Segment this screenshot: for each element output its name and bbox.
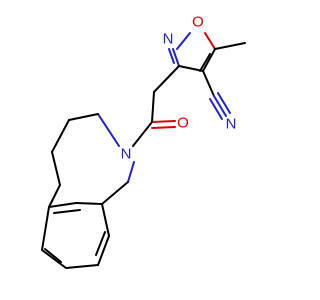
bond-co-2: [151, 126, 176, 129]
molecule-structure: N O O N N: [41, 14, 246, 269]
bond-nitrile-1: [213, 95, 227, 117]
bond-ar3-ar2: [41, 249, 67, 269]
bond-ar5-ar4: [97, 235, 110, 266]
bond-c5-c4-inner: [199, 53, 211, 72]
bond-c4-cnitrile: [202, 70, 215, 97]
bond-c5-c4: [202, 48, 216, 72]
bonds: [41, 32, 246, 269]
atom-n-amide: N: [121, 146, 132, 163]
bond-ar1-ar6-inner: [53, 209, 81, 214]
bond-c2-c3: [51, 119, 70, 153]
bond-ar3-ar2-inner: [44, 248, 62, 263]
bond-c1-c2: [68, 113, 99, 121]
bond-c3-ch2: [153, 65, 180, 93]
bond-c6-ar6: [101, 181, 129, 205]
bond-co-n: [132, 121, 153, 147]
bond-c3-n-inner: [168, 48, 175, 64]
bond-ch2-co: [151, 91, 155, 123]
atom-n-nitrile: N: [226, 116, 237, 133]
bond-co-1: [151, 120, 176, 123]
bond-c4-ar1: [48, 184, 61, 208]
bond-ar1-ar6: [48, 202, 77, 208]
bond-o-c5: [204, 32, 216, 50]
atom-o-isoxazole: O: [192, 14, 204, 31]
bond-nitrile-2: [209, 98, 223, 120]
bond-c4-c3: [178, 65, 204, 72]
bond-ar5-ar4-inner: [95, 231, 106, 256]
bond-c3-c4: [51, 151, 61, 186]
bond-nitrile-3: [217, 92, 231, 114]
bond-n-c6: [127, 161, 135, 183]
bond-n-o: [176, 32, 191, 50]
atom-o-carbonyl: O: [177, 115, 189, 132]
bond-ar2-ar1: [41, 206, 50, 251]
bond-ar4-ar3: [65, 264, 99, 269]
bond-ar6-c6link: [75, 202, 103, 205]
bond-methyl: [214, 42, 246, 50]
bond-n-c1: [97, 113, 120, 147]
bond-c3-n: [172, 48, 180, 67]
atom-n-isoxazole: N: [163, 31, 174, 48]
atom-labels: N O O N N: [121, 14, 237, 163]
bond-ar6-ar5: [101, 203, 110, 237]
